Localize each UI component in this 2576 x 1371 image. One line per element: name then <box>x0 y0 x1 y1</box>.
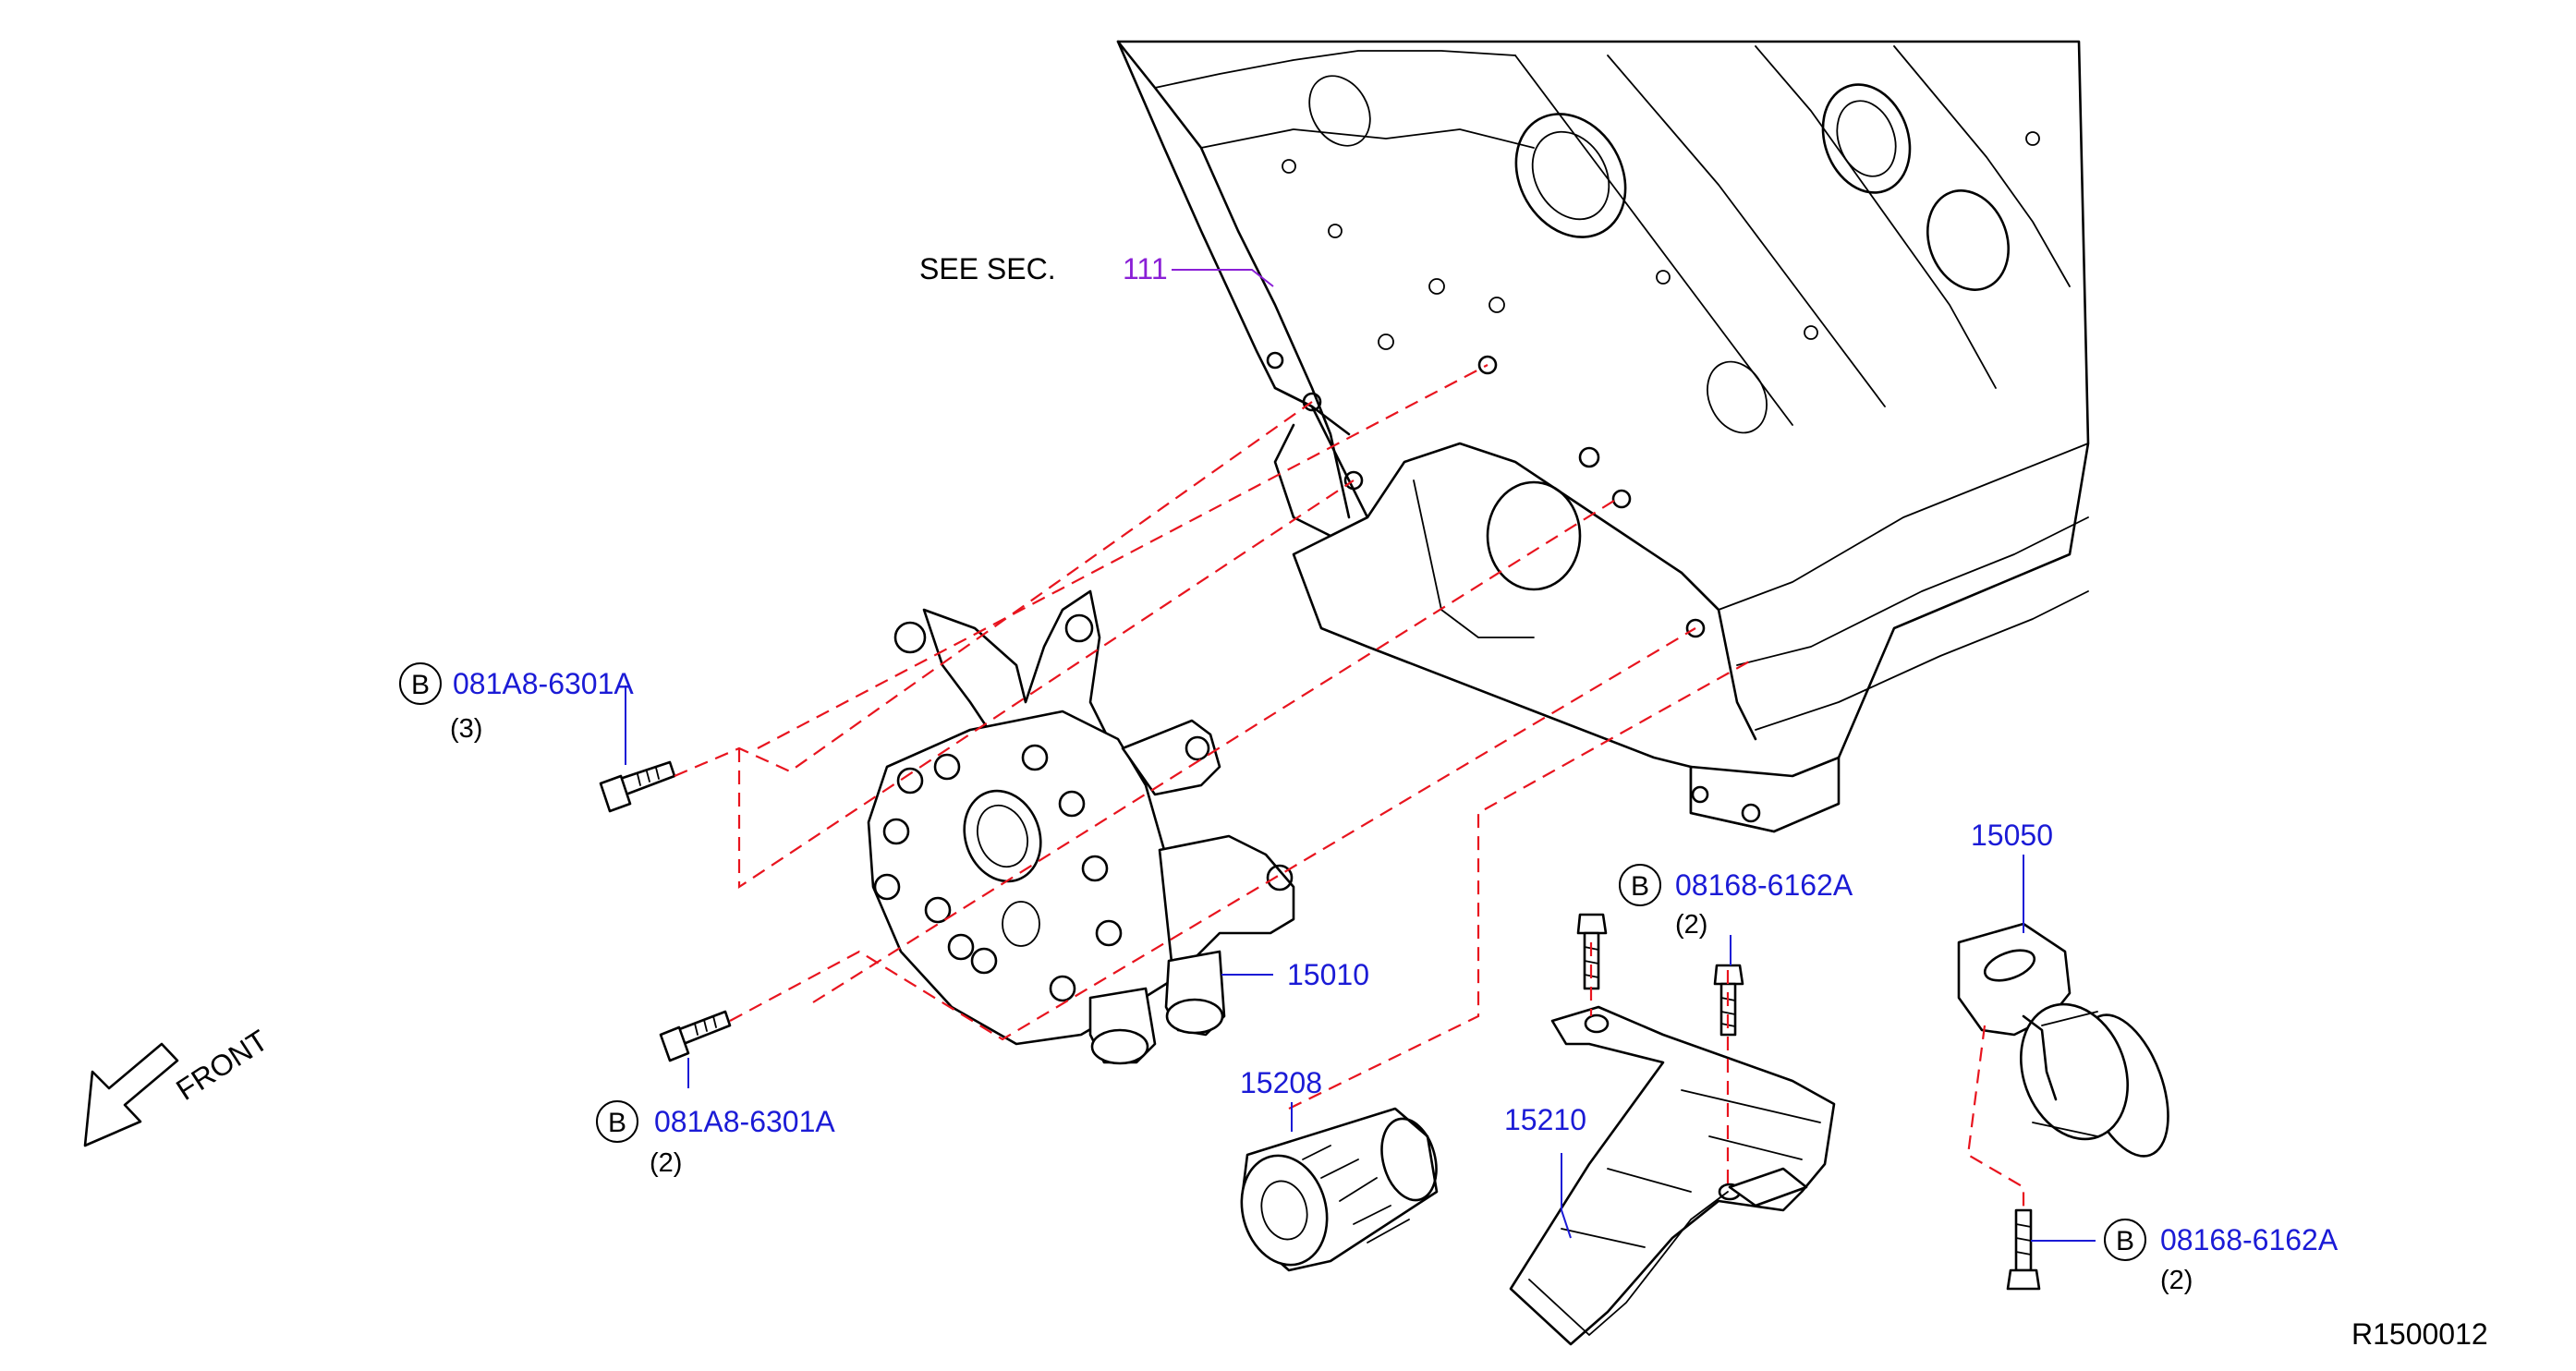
bolt-top-left-qty: (3) <box>450 714 482 744</box>
strainer-part-number: 15050 <box>1971 819 2053 852</box>
pump-bolt-heads <box>873 744 1123 1002</box>
oil-filter-part-number: 15208 <box>1240 1066 1322 1099</box>
bolt-top-left-illustration <box>599 760 676 813</box>
bolt-bottom-left-code: 081A8-6301A <box>654 1105 835 1138</box>
bolt-bracket-marker: B <box>1631 871 1649 902</box>
bolt-bottom-left-marker-circle <box>596 1100 638 1143</box>
see-section-number: 111 <box>1123 252 1168 285</box>
bolt-strainer-qty: (2) <box>2160 1266 2193 1295</box>
oil-strainer-illustration <box>1957 922 2169 1158</box>
oil-pump-part-number: 15010 <box>1287 958 1369 991</box>
oil-filter-bracket-illustration <box>1509 1005 1836 1346</box>
bolt-bracket-code: 08168-6162A <box>1675 868 1853 902</box>
bolt-bottom-left-illustration <box>659 1010 732 1062</box>
bolt-bottom-left-qty: (2) <box>650 1148 682 1178</box>
bolt-strainer-marker: B <box>2116 1226 2134 1256</box>
bolt-strainer-marker-circle <box>2104 1219 2146 1261</box>
bolt-strainer-code: 08168-6162A <box>2160 1223 2339 1256</box>
diagram-id: R1500012 <box>2351 1317 2488 1351</box>
bolt-top-left-code: 081A8-6301A <box>453 667 634 700</box>
assembly-guide-lines <box>674 364 2025 1210</box>
bolt-bracket-marker-circle <box>1619 864 1661 906</box>
leader-lines <box>625 269 2096 1242</box>
bolt-top-left-marker-circle <box>399 662 442 705</box>
front-label: FRONT <box>170 1024 273 1107</box>
oil-pump-illustration <box>867 589 1295 1065</box>
engine-block-illustration <box>1116 40 2090 833</box>
bolt-bracket-right-illustration <box>1713 964 1744 1037</box>
oil-filter-illustration <box>1240 1107 1439 1272</box>
bolt-bracket-left-illustration <box>1576 913 1608 990</box>
bolt-strainer-illustration <box>2006 1208 2041 1291</box>
bolt-bracket-qty: (2) <box>1675 910 1707 940</box>
bolt-top-left-marker: B <box>411 670 430 700</box>
bolt-bottom-left-marker: B <box>608 1108 626 1138</box>
see-section-prefix: SEE SEC. <box>919 252 1056 285</box>
front-direction-arrow <box>83 1042 179 1147</box>
bracket-part-number: 15210 <box>1504 1103 1586 1136</box>
